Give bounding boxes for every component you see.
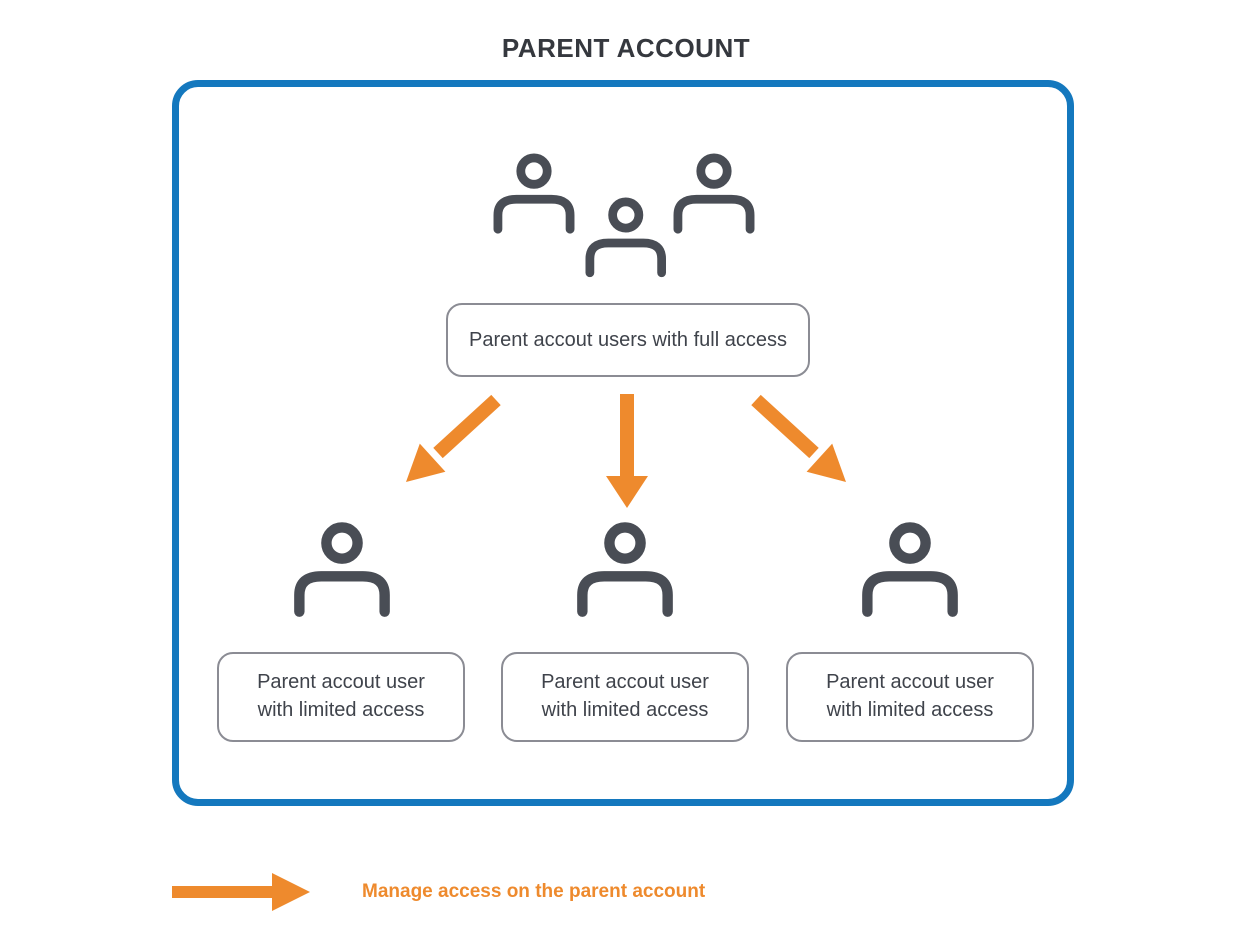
single-user-icon xyxy=(577,522,673,617)
arrow-down-left-icon xyxy=(406,394,501,482)
arrow-down-icon xyxy=(606,394,648,508)
single-user-icon xyxy=(294,522,390,617)
diagram-title: PARENT ACCOUNT xyxy=(501,33,751,63)
child-node-label: Parent accout user with limited access xyxy=(541,671,709,721)
root-node-label: Parent accout users with full access xyxy=(469,328,787,351)
child-node-limited-access: Parent accout user with limited access xyxy=(501,652,749,742)
child-node-limited-access: Parent accout user with limited access xyxy=(217,652,465,742)
root-node-full-access: Parent accout users with full access xyxy=(446,303,810,377)
child-node-label: Parent accout user with limited access xyxy=(826,671,994,721)
right-arrow-icon xyxy=(172,873,310,911)
group-of-three-users-icon xyxy=(493,153,755,278)
child-node-label: Parent accout user with limited access xyxy=(257,671,425,721)
arrow-down-right-icon xyxy=(751,394,846,482)
single-user-icon xyxy=(862,522,958,617)
legend-label: Manage access on the parent account xyxy=(362,881,706,902)
child-node-limited-access: Parent accout user with limited access xyxy=(786,652,1034,742)
